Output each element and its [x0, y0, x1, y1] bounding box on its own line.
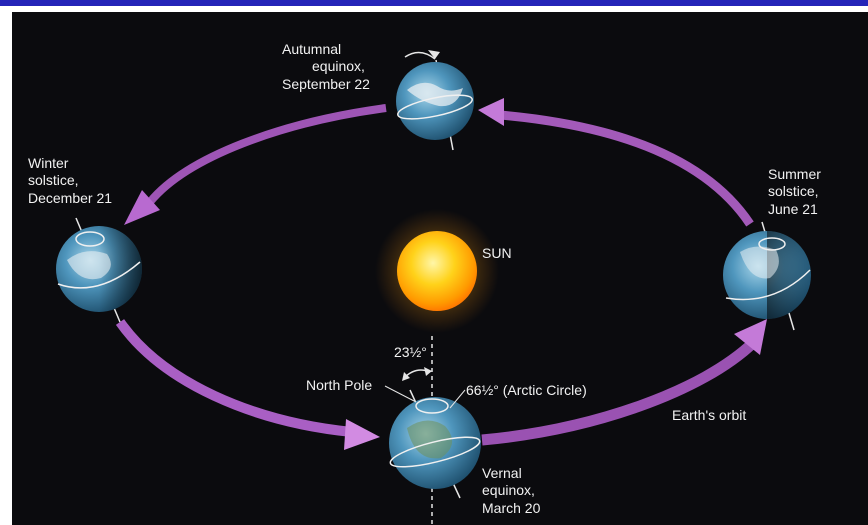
label-winter-line1: Winter	[28, 155, 69, 171]
label-summer-line1: Summer	[768, 166, 821, 182]
orbit-arrow-winter-to-vernal	[115, 319, 353, 437]
orbit-arrow-vernal-to-summer	[481, 338, 758, 446]
orbit-arrow-summer-to-autumn	[499, 110, 754, 227]
north-pole-label: North Pole	[306, 377, 372, 393]
seasons-diagram: SUN	[28, 41, 821, 525]
label-autumnal-line2: equinox,	[312, 58, 365, 74]
arrowhead-winter	[124, 190, 160, 225]
label-summer-line3: June 21	[768, 201, 818, 217]
north-pole-leader	[384, 385, 417, 403]
earth-vernal-equinox	[384, 336, 481, 525]
label-autumnal-line1: Autumnal	[282, 41, 341, 57]
arctic-circle-label: 66½° (Arctic Circle)	[466, 382, 587, 398]
earth-summer-solstice	[723, 221, 811, 331]
arrowhead-vernal	[344, 419, 380, 450]
arrowhead-summer	[734, 319, 767, 355]
sun-disc	[397, 231, 477, 311]
label-winter-line2: solstice,	[28, 172, 79, 188]
label-summer-line2: solstice,	[768, 183, 819, 199]
arrowhead-autumnal	[478, 98, 504, 126]
earth-autumnal-equinox	[396, 50, 474, 151]
tilt-angle-label: 23½°	[394, 344, 427, 360]
orbit-label: Earth's orbit	[672, 407, 746, 423]
sun	[375, 209, 499, 333]
seasons-diagram-panel: SUN	[12, 12, 868, 525]
label-vernal-line3: March 20	[482, 500, 541, 516]
label-winter-line3: December 21	[28, 190, 112, 206]
arctic-circle-leader	[449, 389, 466, 409]
window-top-border	[0, 0, 868, 6]
orbit-arrow-autumn-to-winter	[146, 104, 387, 205]
earth-winter-solstice	[56, 217, 142, 323]
label-autumnal-line3: September 22	[282, 76, 370, 92]
orbit-arrows	[115, 98, 767, 450]
sun-label: SUN	[482, 245, 512, 261]
rotation-arrow-icon	[404, 51, 436, 60]
label-vernal-line2: equinox,	[482, 482, 535, 498]
label-vernal-line1: Vernal	[482, 465, 522, 481]
